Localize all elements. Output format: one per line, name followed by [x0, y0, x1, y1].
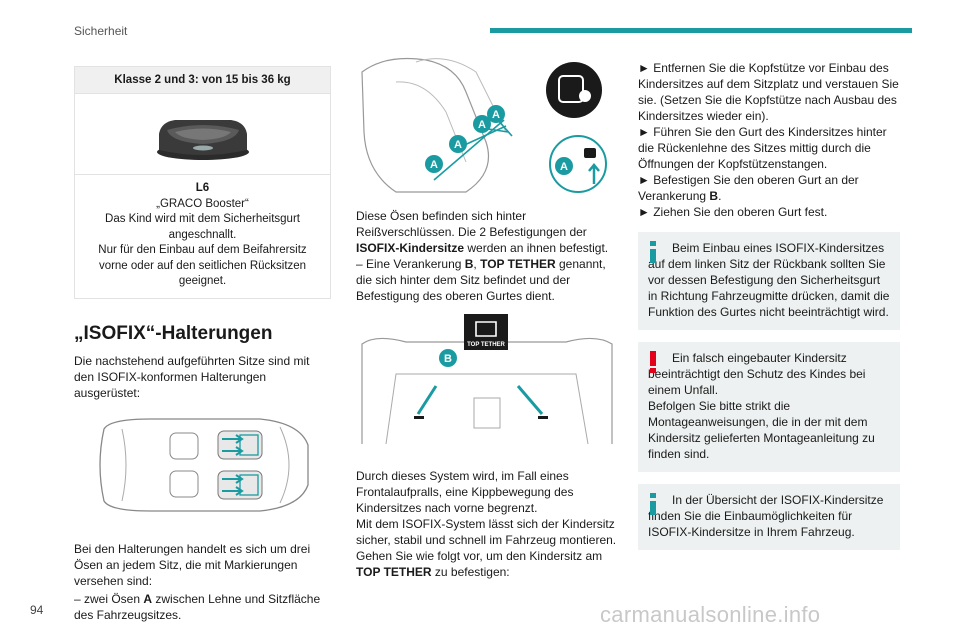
procedure-intro: Gehen Sie wie folgt vor, um den Kindersi…	[356, 549, 603, 579]
label-a-3: A	[478, 119, 486, 131]
label-a-badge-2	[449, 135, 467, 153]
step-4: ► Ziehen Sie den oberen Gurt fest.	[638, 205, 828, 219]
table-description: L6 „GRACO Booster“ Das Kind wird mit dem…	[75, 175, 330, 298]
warning-icon	[650, 351, 656, 373]
warning-line-1: Ein falsch eingebauter Kindersitz beeint…	[648, 351, 866, 397]
label-b: B	[444, 353, 452, 365]
booster-seat-image	[75, 94, 330, 175]
seat-code: L6	[195, 182, 210, 194]
isofix-system-paragraph: Mit dem ISOFIX-System lässt sich der Kin…	[356, 517, 617, 547]
info-box-overview: In der Übersicht der ISOFIX-Kindersitze …	[638, 484, 900, 550]
label-a-4: A	[492, 109, 500, 121]
column-3: ► Entfernen Sie die Kopfstütze vor Einba…	[638, 60, 900, 562]
top-tether-label: TOP TETHER	[467, 342, 505, 348]
info-icon	[650, 493, 656, 515]
impact-paragraph: Durch dieses System wird, im Fall eines …	[356, 469, 574, 515]
section-title: Sicherheit	[74, 24, 128, 38]
label-a-1: A	[430, 159, 438, 171]
step-2: ► Führen Sie den Gurt des Kindersitzes h…	[638, 125, 887, 171]
warning-box: Ein falsch eingebauter Kindersitz beeint…	[638, 342, 900, 472]
car-topview-icon	[99, 417, 309, 512]
step-3: ► Befestigen Sie den oberen Gurt an der …	[638, 173, 859, 203]
anchor-description: Bei den Halterungen handelt es sich um d…	[74, 541, 311, 588]
seat-name: „GRACO Booster“	[156, 197, 249, 210]
anchor-item-a: – zwei Ösen A zwischen Lehne und Sitzflä…	[74, 591, 321, 622]
zip-paragraph: Diese Ösen befinden sich hinter Reißvers…	[356, 209, 609, 255]
section-heading: „ISOFIX“-Halterungen	[74, 322, 273, 344]
rear-seat-anchors-icon: A A A A A	[361, 57, 607, 193]
watermark: carmanualsonline.info	[600, 602, 821, 627]
isofix-symbol-icon	[546, 62, 602, 118]
seat-line-2: Nur für den Einbau auf dem Beifahrersitz…	[98, 244, 307, 287]
step-1: ► Entfernen Sie die Kopfstütze vor Einba…	[638, 61, 899, 123]
booster-seat-icon	[157, 120, 249, 160]
top-tether-anchor-icon: TOP TETHER B	[361, 314, 613, 445]
rear-seat-illustration: A A A A A	[356, 52, 618, 198]
info-text-1: Beim Einbau eines ISOFIX-Kindersitzes au…	[648, 241, 890, 319]
label-a-2: A	[454, 139, 462, 151]
trunk-illustration: TOP TETHER B	[356, 314, 618, 454]
header-accent-bar	[490, 28, 912, 33]
label-a-badge-5	[555, 157, 573, 175]
label-a-badge-3	[473, 115, 491, 133]
label-a-badge-1	[425, 155, 443, 173]
top-tether-symbol-icon	[464, 314, 508, 350]
label-b-badge	[439, 349, 457, 367]
child-seat-table: Klasse 2 und 3: von 15 bis 36 kg L6 „GRA…	[74, 66, 331, 299]
info-box-seatbelt: Beim Einbau eines ISOFIX-Kindersitzes au…	[638, 232, 900, 330]
column-2: A A A A A Diese Ösen befinden sich hinte…	[356, 52, 618, 580]
car-top-view-illustration	[90, 415, 329, 519]
seat-line-1: Das Kind wird mit dem Sicherheitsgurt an…	[105, 213, 300, 241]
label-a-badge-4	[487, 105, 505, 123]
page-number: 94	[30, 603, 44, 617]
info-icon	[650, 241, 656, 263]
warning-line-2: Befolgen Sie bitte strikt die Montageanw…	[648, 399, 875, 461]
table-heading: Klasse 2 und 3: von 15 bis 36 kg	[75, 67, 330, 94]
info-text-2: In der Übersicht der ISOFIX-Kindersitze …	[648, 493, 884, 539]
label-a-5: A	[560, 161, 568, 173]
top-tether-paragraph: – Eine Verankerung B, TOP TETHER genannt…	[356, 257, 606, 303]
column-1: Klasse 2 und 3: von 15 bis 36 kg L6 „GRA…	[74, 66, 331, 623]
intro-text: Die nachstehend aufgeführten Sitze sind …	[74, 353, 310, 400]
